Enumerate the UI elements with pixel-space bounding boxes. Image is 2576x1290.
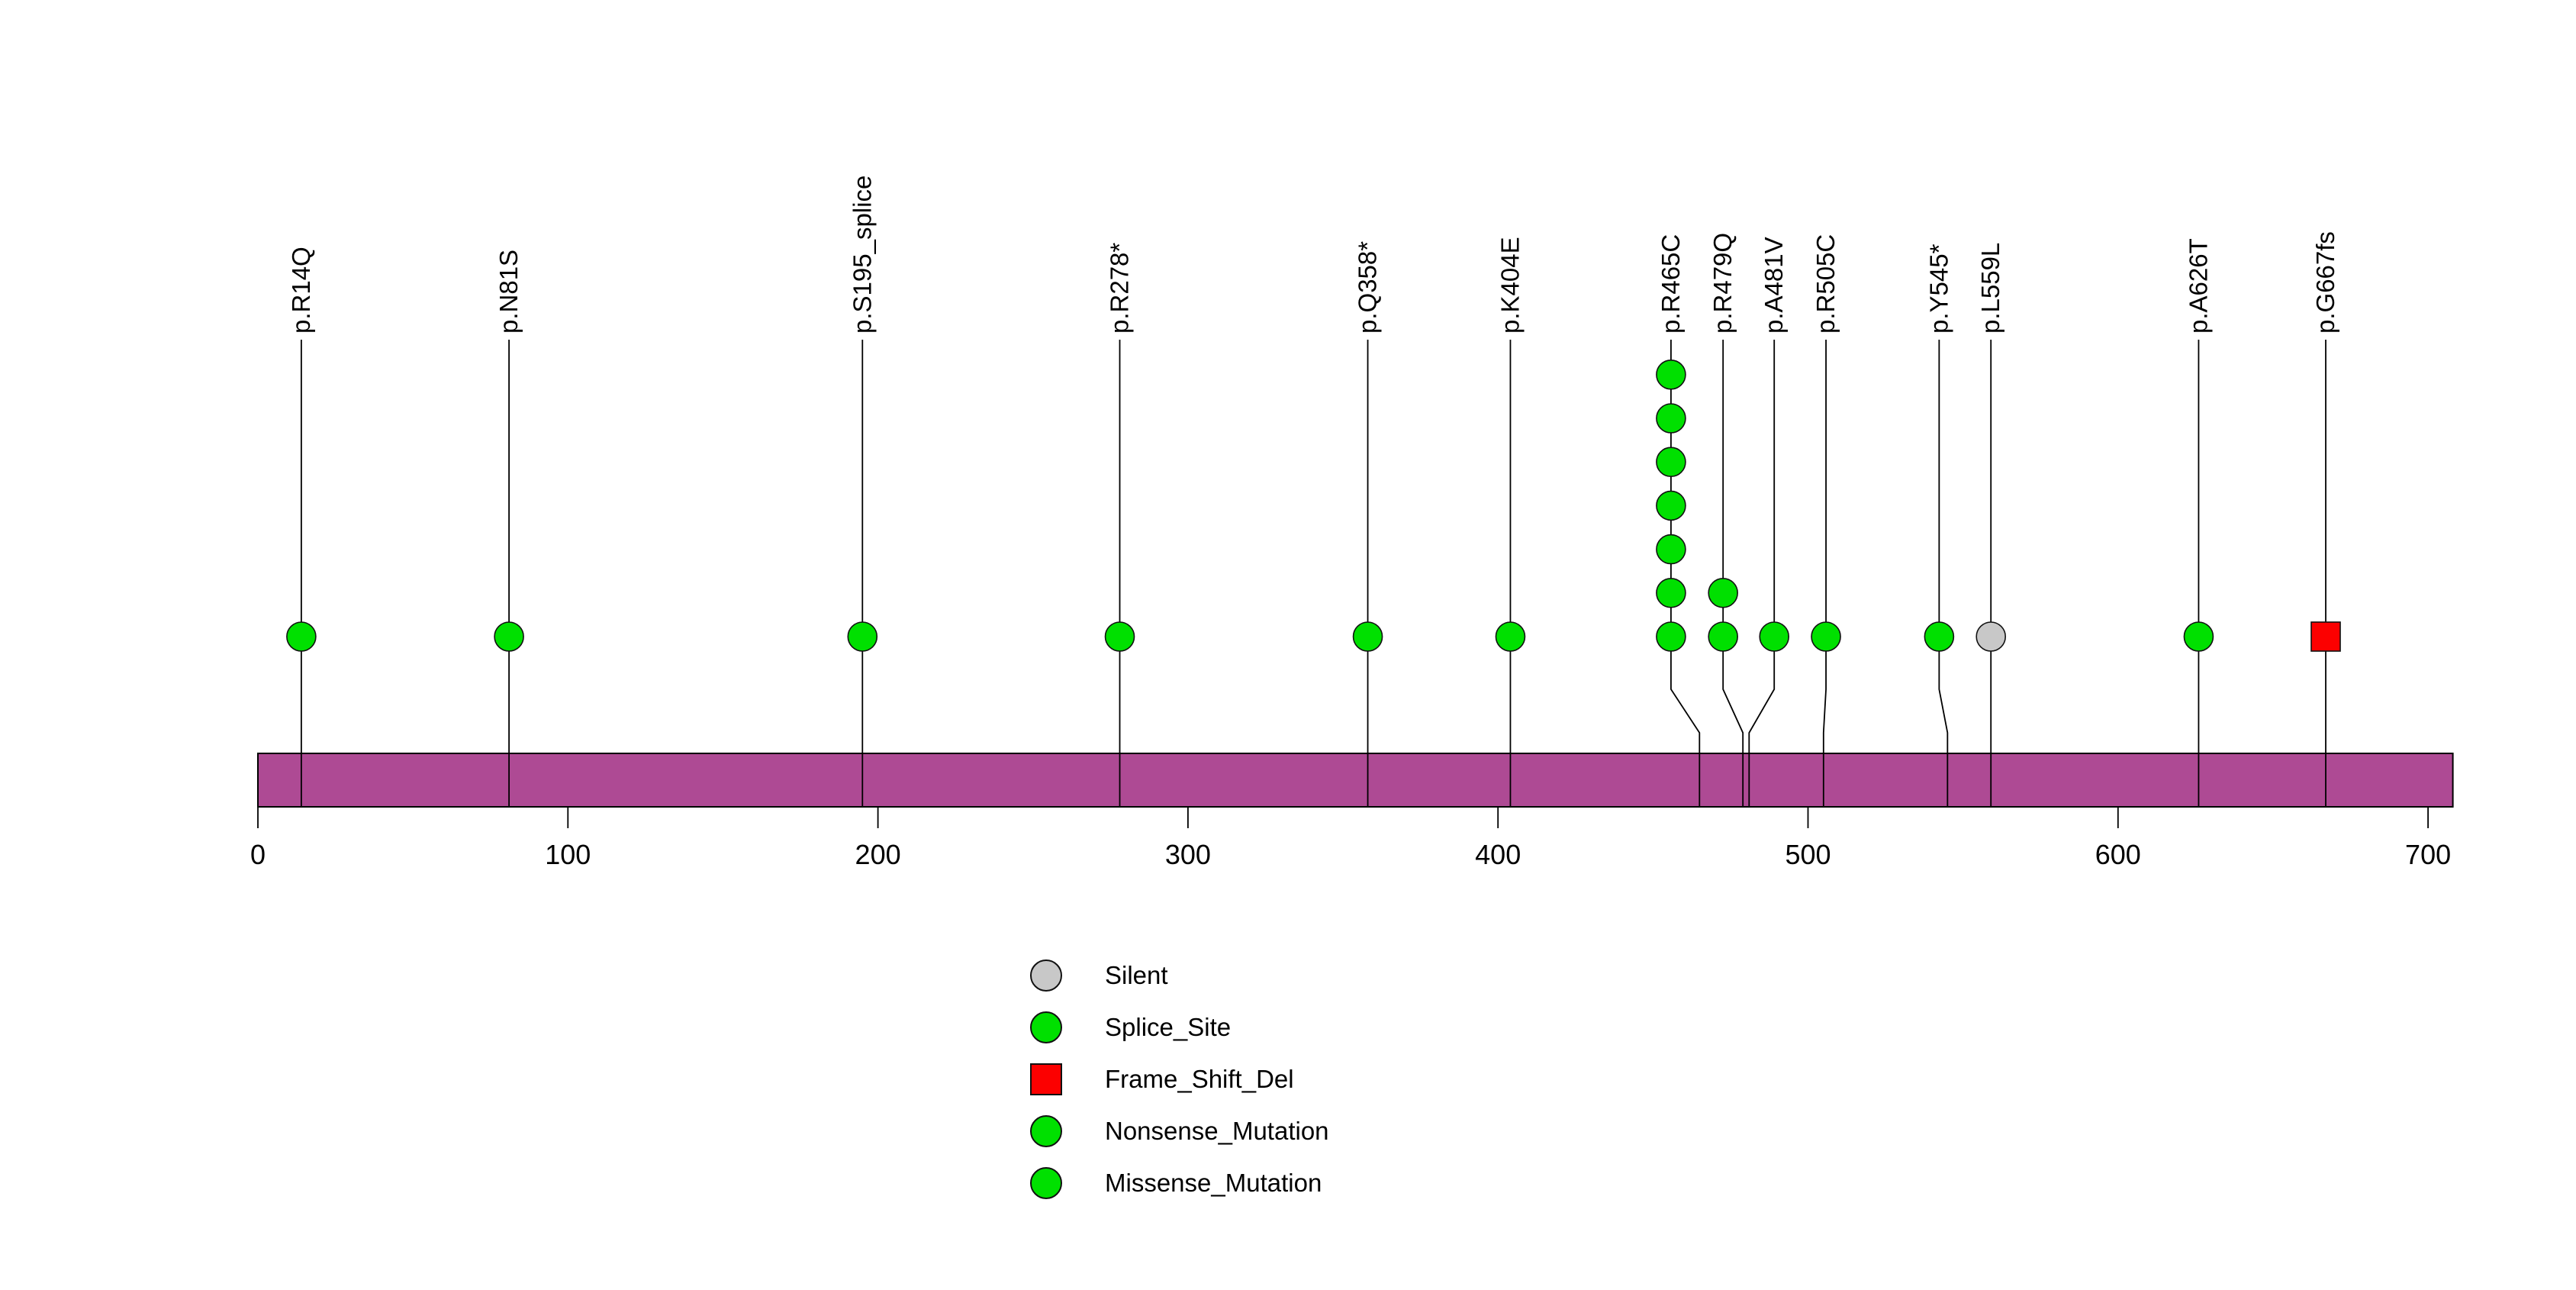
mutation-marker-circle[interactable] [1656,534,1686,565]
mutation-marker-circle[interactable] [494,621,524,652]
legend-item-nonsense-mutation: Nonsense_Mutation [1030,1115,1329,1147]
mutation-marker-circle[interactable] [1924,621,1955,652]
nonsense-mutation-marker-icon [1030,1115,1062,1147]
mutation-marker-circle[interactable] [1656,359,1686,390]
legend: Silent Splice_Site Frame_Shift_Del Nonse… [1030,959,1329,1219]
legend-label: Splice_Site [1105,1013,1232,1041]
mutation-marker-circle[interactable] [1708,577,1738,608]
missense-mutation-marker-icon [1030,1167,1062,1199]
splice-site-marker-icon [1030,1011,1062,1043]
mutation-label: p.R465C [1657,234,1685,334]
axis-tick-label: 700 [2405,839,2451,870]
legend-label: Missense_Mutation [1105,1169,1322,1197]
mutation-marker-circle[interactable] [847,621,878,652]
axis-tick-label: 400 [1475,839,1521,870]
axis-tick-label: 100 [545,839,591,870]
mutation-marker-circle[interactable] [1975,621,2007,652]
legend-item-frame-shift-del: Frame_Shift_Del [1030,1063,1329,1095]
legend-item-splice-site: Splice_Site [1030,1011,1329,1043]
mutation-marker-circle[interactable] [1104,621,1135,652]
axis-tick-label: 500 [1785,839,1831,870]
mutation-marker-circle[interactable] [1495,621,1526,652]
axis-tick-label: 300 [1165,839,1211,870]
mutation-marker-circle[interactable] [1352,621,1383,652]
legend-label: Silent [1105,961,1168,989]
mutation-label: p.Q358* [1354,241,1382,334]
mutation-marker-circle[interactable] [1656,490,1686,521]
frame-shift-del-marker-icon [1030,1063,1062,1095]
mutation-marker-circle[interactable] [1656,577,1686,608]
mutation-marker-circle[interactable] [1811,621,1841,652]
axis-tick-label: 200 [855,839,901,870]
legend-item-missense-mutation: Missense_Mutation [1030,1167,1329,1199]
mutation-stem [1938,340,1949,807]
mutation-label: p.R14Q [287,247,315,334]
mutation-label: p.R278* [1106,243,1134,334]
mutation-label: p.S195_splice [848,176,876,334]
mutation-marker-circle[interactable] [1759,621,1790,652]
mutation-marker-circle[interactable] [1656,447,1686,478]
mutation-label: p.L559L [1976,243,2004,334]
mutation-marker-square[interactable] [2310,621,2341,652]
mutation-stem [1748,340,1776,807]
protein-domain-bar [257,753,2454,808]
mutation-label: p.R505C [1811,234,1840,334]
axis-tick-label: 600 [2095,839,2141,870]
mutation-label: p.N81S [494,250,523,334]
mutation-label: p.G667fs [2311,231,2339,334]
mutation-stem [1822,340,1827,807]
mutation-marker-circle[interactable] [286,621,317,652]
mutation-marker-circle[interactable] [1708,621,1738,652]
mutation-label: p.R479Q [1708,233,1737,334]
mutation-label: p.A626T [2184,238,2212,334]
mutation-label: p.K404E [1496,237,1524,334]
mutation-marker-circle[interactable] [2183,621,2214,652]
silent-marker-icon [1030,959,1062,992]
axis-tick-label: 0 [250,839,266,870]
mutation-marker-circle[interactable] [1656,621,1686,652]
mutation-stem [1722,340,1744,807]
mutation-label: p.A481V [1760,237,1788,334]
legend-label: Frame_Shift_Del [1105,1065,1294,1093]
mutation-label: p.Y545* [1924,243,1953,334]
mutation-marker-circle[interactable] [1656,403,1686,434]
legend-item-silent: Silent [1030,959,1329,992]
legend-label: Nonsense_Mutation [1105,1117,1329,1145]
